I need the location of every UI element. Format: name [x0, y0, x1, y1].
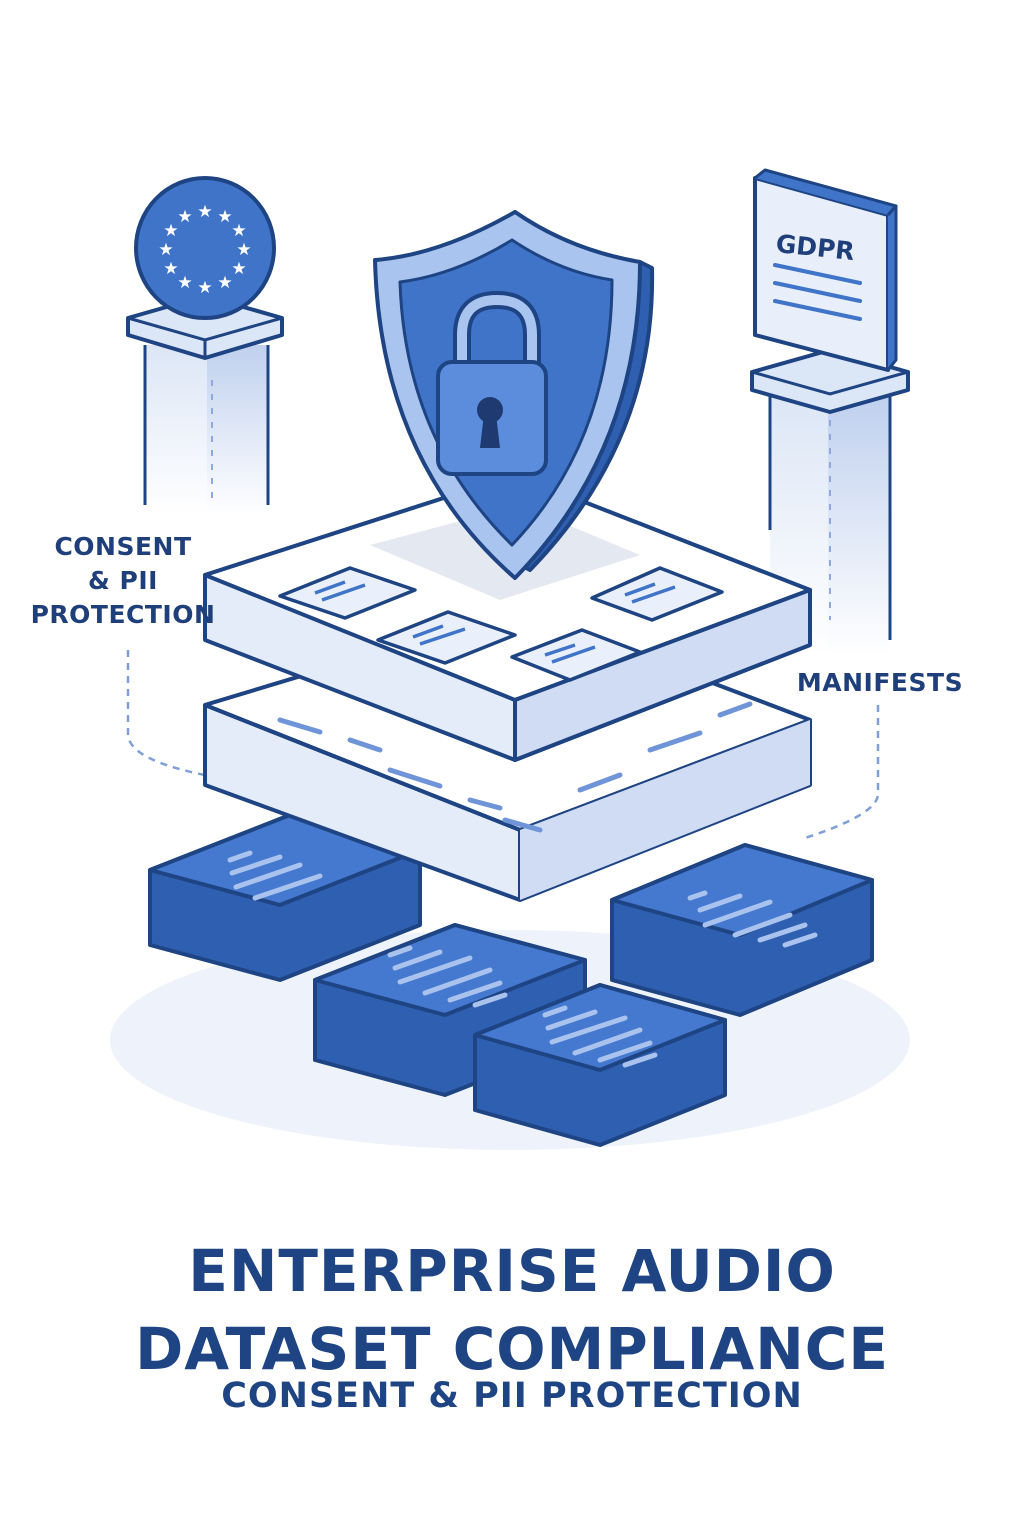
- svg-text:★: ★: [231, 259, 246, 279]
- shield-icon: [373, 210, 655, 580]
- eu-flag-icon: ★ ★ ★ ★ ★ ★ ★ ★ ★ ★ ★ ★: [134, 176, 276, 320]
- svg-text:★: ★: [217, 273, 232, 293]
- record-card: [376, 610, 517, 665]
- consent-label-line: PROTECTION: [30, 600, 216, 629]
- eu-pillar: ★ ★ ★ ★ ★ ★ ★ ★ ★ ★ ★ ★: [126, 176, 284, 515]
- svg-text:★: ★: [236, 240, 251, 260]
- title-line-2: DATASET COMPLIANCE: [135, 1315, 889, 1383]
- audio-block: [473, 983, 727, 1147]
- svg-text:★: ★: [163, 259, 178, 279]
- page-subtitle: CONSENT & PII PROTECTION: [221, 1376, 803, 1416]
- svg-text:★: ★: [217, 207, 232, 227]
- svg-text:★: ★: [177, 207, 192, 227]
- audio-waveform-icon: [387, 945, 508, 1008]
- audio-waveform-icon: [227, 850, 323, 901]
- svg-text:★: ★: [177, 273, 192, 293]
- svg-text:★: ★: [163, 221, 178, 241]
- gdpr-document-icon: GDPR: [753, 168, 898, 372]
- audio-waveform-icon: [687, 890, 818, 948]
- right-connector: [804, 705, 880, 840]
- title-line-1: ENTERPRISE AUDIO: [188, 1237, 836, 1305]
- padlock-icon: [436, 290, 548, 476]
- page-title: ENTERPRISE AUDIO DATASET COMPLIANCE: [0, 1232, 1024, 1388]
- record-card: [278, 566, 417, 620]
- record-card: [590, 566, 724, 622]
- consent-pii-label: CONSENT & PII PROTECTION: [28, 530, 218, 632]
- svg-text:★: ★: [197, 202, 212, 222]
- consent-label-line: CONSENT: [54, 532, 192, 561]
- consent-label-line: & PII: [88, 566, 158, 595]
- audio-block: [610, 843, 874, 1017]
- audio-waveform-icon: [542, 1005, 658, 1068]
- manifests-label: MANIFESTS: [796, 668, 964, 697]
- left-connector: [126, 650, 206, 777]
- svg-text:★: ★: [197, 278, 212, 298]
- svg-text:★: ★: [158, 240, 173, 260]
- record-card: [510, 628, 642, 682]
- svg-text:★: ★: [231, 221, 246, 241]
